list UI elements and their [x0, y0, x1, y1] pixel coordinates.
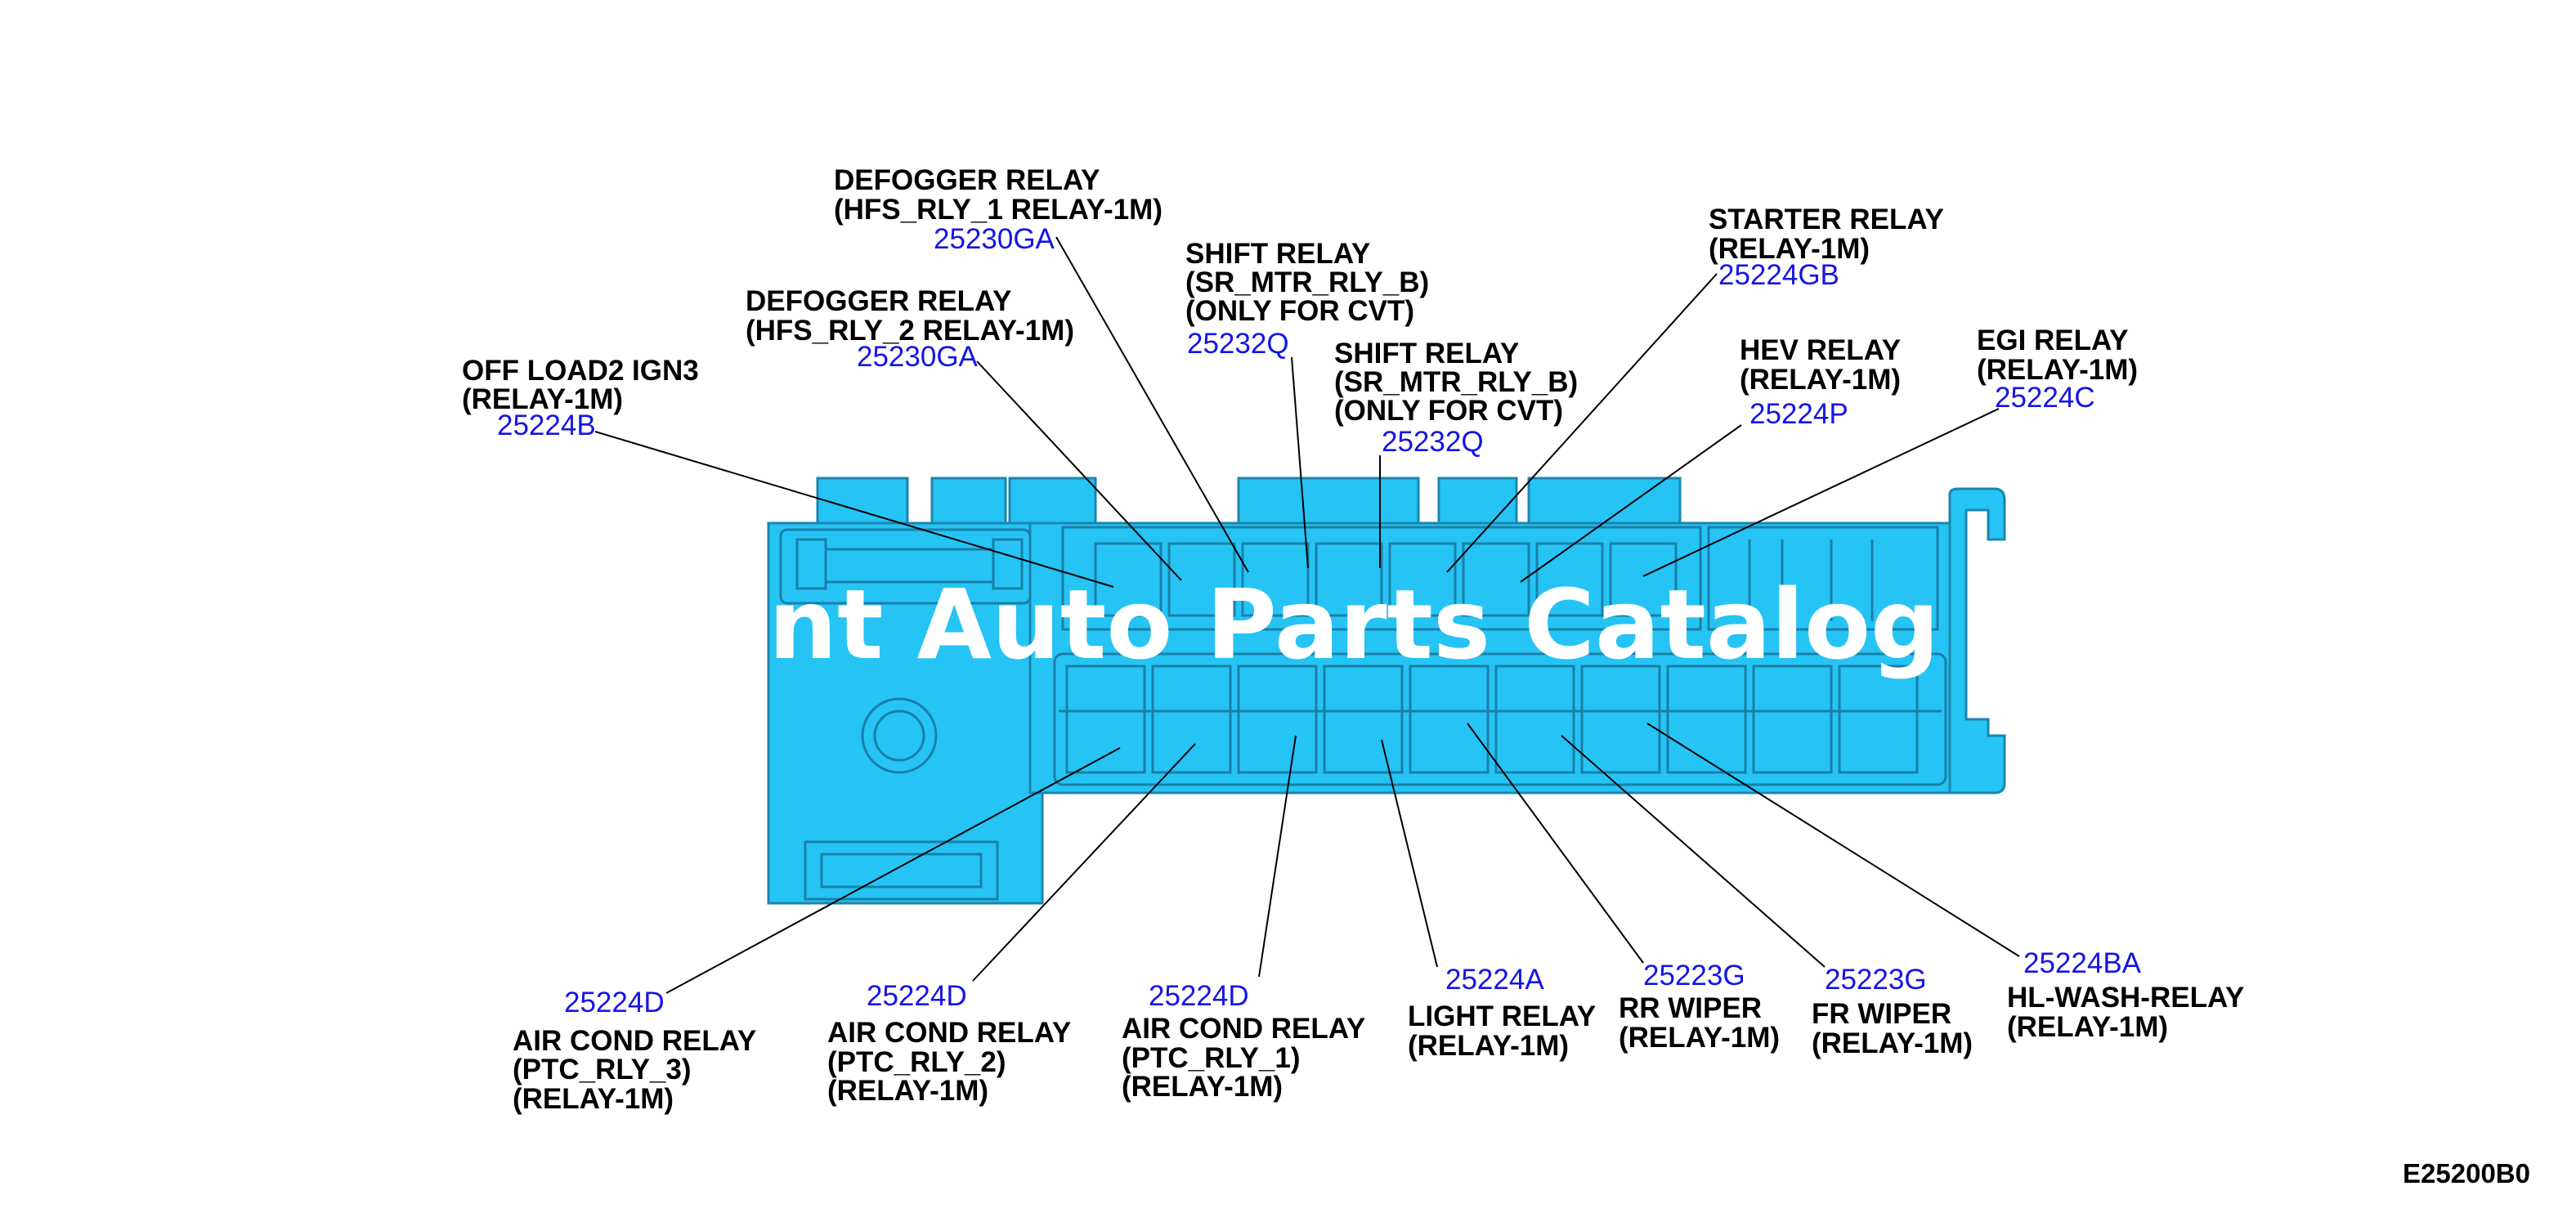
part-number: 25224D [564, 987, 665, 1018]
svg-text:(HFS_RLY_2 RELAY-1M): (HFS_RLY_2 RELAY-1M) [746, 315, 1074, 347]
svg-text:(RELAY-1M): (RELAY-1M) [1812, 1027, 1973, 1059]
part-number: 25230GA [857, 341, 979, 373]
svg-text:(RELAY-1M): (RELAY-1M) [1709, 233, 1870, 265]
label-hl-wash-relay: 25224BA HL-WASH-RELAY (RELAY-1M) [2007, 947, 2244, 1043]
part-number: 25224P [1749, 398, 1848, 430]
svg-text:(PTC_RLY_1): (PTC_RLY_1) [1122, 1042, 1301, 1074]
svg-text:RR WIPER: RR WIPER [1619, 992, 1762, 1024]
svg-text:(ONLY FOR CVT): (ONLY FOR CVT) [1334, 395, 1563, 427]
svg-text:OFF LOAD2 IGN3: OFF LOAD2 IGN3 [462, 355, 699, 387]
watermark: nt Auto Parts Catalog PART [768, 568, 2246, 681]
svg-text:(RELAY-1M): (RELAY-1M) [1408, 1030, 1569, 1062]
svg-text:SHIFT RELAY: SHIFT RELAY [1334, 338, 1519, 369]
part-number: 25232Q [1187, 328, 1289, 360]
svg-text:SHIFT RELAY: SHIFT RELAY [1185, 238, 1370, 270]
label-shift-relay-1: SHIFT RELAY (SR_MTR_RLY_B) (ONLY FOR CVT… [1185, 238, 1429, 360]
svg-text:DEFOGGER RELAY: DEFOGGER RELAY [746, 285, 1011, 317]
label-air-cond-relay-3: 25224D AIR COND RELAY (PTC_RLY_3) (RELAY… [513, 987, 756, 1115]
figure-reference-code: E25200B0 [2403, 1158, 2530, 1188]
svg-text:HL-WASH-RELAY: HL-WASH-RELAY [2007, 982, 2244, 1014]
svg-text:(RELAY-1M): (RELAY-1M) [1619, 1022, 1780, 1054]
svg-text:AIR COND RELAY: AIR COND RELAY [1122, 1013, 1365, 1045]
svg-text:(HFS_RLY_1 RELAY-1M): (HFS_RLY_1 RELAY-1M) [834, 194, 1163, 226]
part-number: 25230GA [934, 223, 1055, 255]
label-egi-relay: EGI RELAY (RELAY-1M) 25224C [1977, 325, 2138, 414]
svg-text:(RELAY-1M): (RELAY-1M) [1977, 354, 2138, 386]
svg-text:AIR COND RELAY: AIR COND RELAY [827, 1017, 1071, 1049]
label-shift-relay-2: SHIFT RELAY (SR_MTR_RLY_B) (ONLY FOR CVT… [1334, 338, 1578, 458]
svg-text:DEFOGGER RELAY: DEFOGGER RELAY [834, 164, 1100, 196]
svg-text:AIR COND RELAY: AIR COND RELAY [513, 1025, 756, 1057]
part-number: 25224BA [2023, 947, 2142, 979]
svg-text:(RELAY-1M): (RELAY-1M) [1740, 364, 1901, 396]
top-leader-lines [594, 236, 2000, 588]
svg-text:(ONLY FOR CVT): (ONLY FOR CVT) [1185, 295, 1414, 327]
bottom-leader-lines [665, 723, 2020, 994]
svg-text:(SR_MTR_RLY_B): (SR_MTR_RLY_B) [1185, 266, 1429, 298]
label-light-relay: 25224A LIGHT RELAY (RELAY-1M) [1408, 964, 1596, 1062]
svg-text:EGI RELAY: EGI RELAY [1977, 325, 2128, 356]
part-number: 25223G [1825, 964, 1927, 996]
svg-text:(RELAY-1M): (RELAY-1M) [462, 383, 623, 415]
svg-text:FR WIPER: FR WIPER [1812, 998, 1951, 1030]
label-off-load2: OFF LOAD2 IGN3 (RELAY-1M) 25224B [462, 355, 699, 441]
svg-text:STARTER RELAY: STARTER RELAY [1709, 204, 1944, 235]
part-number: 25224GB [1718, 259, 1839, 291]
part-number: 25223G [1643, 960, 1745, 991]
svg-text:(RELAY-1M): (RELAY-1M) [1122, 1071, 1283, 1103]
label-defogger-relay-1: DEFOGGER RELAY (HFS_RLY_1 RELAY-1M) 2523… [834, 164, 1163, 255]
part-number: 25224B [497, 410, 596, 441]
label-hev-relay: HEV RELAY (RELAY-1M) 25224P [1740, 334, 1901, 430]
part-number: 25224A [1445, 964, 1544, 996]
svg-text:(PTC_RLY_3): (PTC_RLY_3) [513, 1054, 692, 1085]
part-number: 25224D [1149, 980, 1249, 1012]
label-rr-wiper: 25223G RR WIPER (RELAY-1M) [1619, 960, 1780, 1054]
svg-text:(RELAY-1M): (RELAY-1M) [513, 1083, 674, 1115]
svg-text:(RELAY-1M): (RELAY-1M) [2007, 1011, 2168, 1043]
svg-text:(RELAY-1M): (RELAY-1M) [827, 1075, 988, 1107]
svg-text:(PTC_RLY_2): (PTC_RLY_2) [827, 1046, 1006, 1078]
svg-text:LIGHT RELAY: LIGHT RELAY [1408, 1000, 1596, 1032]
label-defogger-relay-2: DEFOGGER RELAY (HFS_RLY_2 RELAY-1M) 2523… [746, 285, 1074, 373]
part-number: 25232Q [1382, 426, 1484, 458]
label-fr-wiper: 25223G FR WIPER (RELAY-1M) [1812, 964, 1973, 1059]
svg-text:HEV RELAY: HEV RELAY [1740, 334, 1901, 366]
relay-box [767, 477, 2006, 905]
label-starter-relay: STARTER RELAY (RELAY-1M) 25224GB [1709, 204, 1944, 291]
svg-text:(SR_MTR_RLY_B): (SR_MTR_RLY_B) [1334, 366, 1578, 398]
part-number: 25224D [867, 980, 967, 1012]
label-air-cond-relay-2: 25224D AIR COND RELAY (PTC_RLY_2) (RELAY… [827, 980, 1071, 1107]
part-number: 25224C [1995, 382, 2095, 414]
label-air-cond-relay-1: 25224D AIR COND RELAY (PTC_RLY_1) (RELAY… [1122, 980, 1365, 1103]
